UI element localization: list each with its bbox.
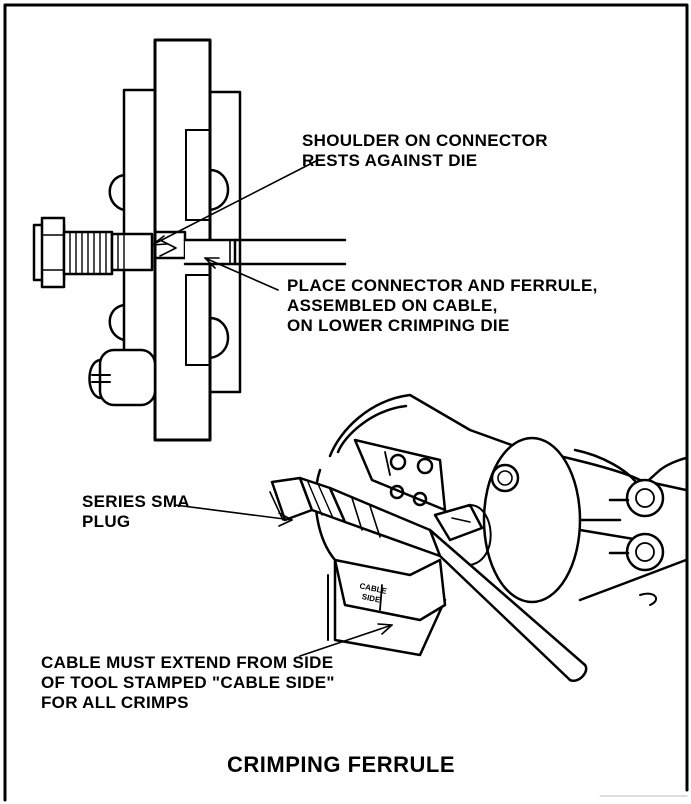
callout-shoulder-line-2: RESTS AGAINST DIE xyxy=(302,151,478,170)
die-side-view xyxy=(88,38,242,442)
callout-plug-line-1: SERIES SMA xyxy=(82,492,190,511)
leader-place xyxy=(204,257,279,291)
callout-shoulder-line-1: SHOULDER ON CONNECTOR xyxy=(302,131,548,150)
border xyxy=(3,3,689,802)
callout-cable-line-2: OF TOOL STAMPED "CABLE SIDE" xyxy=(41,673,335,692)
callout-cable-side: CABLE MUST EXTEND FROM SIDE OF TOOL STAM… xyxy=(41,653,335,713)
crimp-tool-perspective xyxy=(314,393,688,657)
sma-plug-perspective xyxy=(269,476,588,683)
leader-cable xyxy=(299,624,393,657)
callout-cable-line-3: FOR ALL CRIMPS xyxy=(41,693,189,712)
callout-shoulder: SHOULDER ON CONNECTOR RESTS AGAINST DIE xyxy=(302,131,548,171)
callout-place-line-3: ON LOWER CRIMPING DIE xyxy=(287,316,510,335)
callout-place-line-2: ASSEMBLED ON CABLE, xyxy=(287,296,498,315)
callout-cable-line-1: CABLE MUST EXTEND FROM SIDE xyxy=(41,653,334,672)
leader-plug xyxy=(174,504,293,521)
sma-connector-side xyxy=(32,216,347,289)
figure-title: CRIMPING FERRULE xyxy=(227,752,455,777)
callout-place: PLACE CONNECTOR AND FERRULE, ASSEMBLED O… xyxy=(287,276,598,336)
callout-plug: SERIES SMA PLUG xyxy=(82,492,190,532)
leader-shoulder xyxy=(151,159,319,246)
leader-lines xyxy=(151,159,393,657)
callout-place-line-1: PLACE CONNECTOR AND FERRULE, xyxy=(287,276,598,295)
callout-plug-line-2: PLUG xyxy=(82,512,131,531)
